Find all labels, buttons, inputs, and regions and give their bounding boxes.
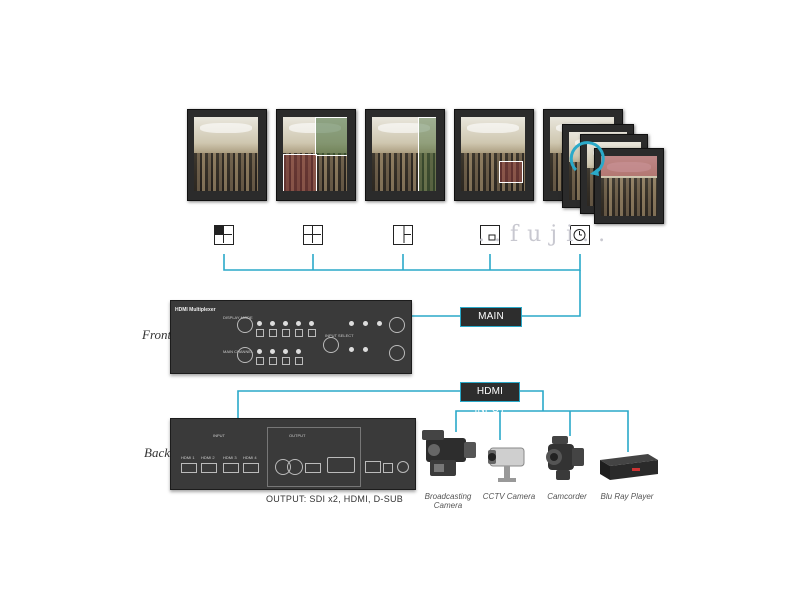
mode-indicator-2 <box>269 329 277 337</box>
display-mode-knob[interactable] <box>237 317 253 333</box>
back-panel-output-label: OUTPUT <box>289 433 306 438</box>
mode-button-5[interactable] <box>309 321 314 326</box>
dc-power-port <box>397 461 409 473</box>
input-button-1[interactable] <box>349 321 354 326</box>
hdmi-input-port-3 <box>223 463 239 473</box>
sdi-output-2 <box>287 459 303 475</box>
control-port <box>365 461 381 473</box>
output-button-2[interactable] <box>363 347 368 352</box>
front-panel-label-display-mode: DISPLAY MODE <box>223 315 253 320</box>
input-button-3[interactable] <box>377 321 382 326</box>
auto-sequence-icon <box>570 225 590 245</box>
camcorder-icon <box>546 436 584 480</box>
front-label: Front <box>142 327 172 342</box>
hdmi-input-port-4 <box>243 463 259 473</box>
back-panel-input-label: INPUT <box>213 433 225 438</box>
channel-button-1[interactable] <box>257 349 262 354</box>
front-panel-label-input-select: INPUT SELECT <box>325 333 354 338</box>
main-channel-knob[interactable] <box>237 347 253 363</box>
monitor-screen <box>194 117 258 191</box>
channel-indicator-2 <box>269 357 277 365</box>
hdmi-port-label-1: HDMI 1 <box>181 455 195 460</box>
quad-split-icon <box>303 225 323 245</box>
front-panel: HDMI Multiplexer DISPLAY MODE MAIN CHANN… <box>170 300 412 374</box>
back-label: Back <box>144 445 170 460</box>
channel-button-3[interactable] <box>283 349 288 354</box>
monitor-quad-highlight <box>187 109 267 201</box>
output-knob[interactable] <box>389 345 405 361</box>
hdmi-output-port <box>305 463 321 473</box>
device-label-bluray-player: Blu Ray Player <box>600 492 654 501</box>
broadcast-camera-icon <box>422 430 476 476</box>
hdmi-port-label-3: HDMI 3 <box>223 455 237 460</box>
usb-port <box>383 463 393 473</box>
front-panel-brand: HDMI Multiplexer <box>175 307 216 313</box>
device-label-camcorder: Camcorder <box>547 492 587 501</box>
monitor-screen <box>461 117 525 191</box>
output-caption: OUTPUT: SDI x2, HDMI, D-SUB <box>266 494 404 504</box>
monitor-screen <box>283 117 347 191</box>
hdmi-input-port-2 <box>201 463 217 473</box>
channel-button-2[interactable] <box>270 349 275 354</box>
output-section-frame <box>267 427 361 487</box>
watermark: . . f u j i . . <box>478 222 607 247</box>
bluray-player-icon <box>600 454 658 480</box>
monitor-screen <box>372 117 436 191</box>
device-label-cctv-camera: CCTV Camera <box>482 492 536 501</box>
input-button-2[interactable] <box>363 321 368 326</box>
side-by-side-icon <box>393 225 413 245</box>
input-select-knob[interactable] <box>323 337 339 353</box>
cctv-camera-icon <box>488 447 525 482</box>
monitor-quad-split <box>276 109 356 201</box>
hdmi-input-port-1 <box>181 463 197 473</box>
hdmi-port-label-4: HDMI 4 <box>243 455 257 460</box>
device-label-broadcasting-camera: Broadcasting Camera <box>424 492 472 510</box>
channel-indicator-1 <box>256 357 264 365</box>
output-format-knob[interactable] <box>389 317 405 333</box>
mode-button-3[interactable] <box>283 321 288 326</box>
monitor-picture-in-picture <box>454 109 534 201</box>
monitor-side-by-side <box>365 109 445 201</box>
picture-in-picture-icon <box>480 225 500 245</box>
sequence-rotate-indicator <box>569 141 605 176</box>
channel-indicator-4 <box>295 357 303 365</box>
mode-indicator-3 <box>282 329 290 337</box>
hdmi-port-label-2: HDMI 2 <box>201 455 215 460</box>
mode-indicator-1 <box>256 329 264 337</box>
mode-button-2[interactable] <box>270 321 275 326</box>
hdmi-input-tag: HDMI INPUT <box>460 382 520 415</box>
mode-indicator-5 <box>308 329 316 337</box>
mode-button-4[interactable] <box>296 321 301 326</box>
channel-button-4[interactable] <box>296 349 301 354</box>
single-highlight-quad-icon <box>214 225 234 245</box>
output-button-1[interactable] <box>349 347 354 352</box>
dsub-output-port <box>327 457 355 473</box>
channel-indicator-3 <box>282 357 290 365</box>
monitor-sequence-frame-4 <box>594 148 664 224</box>
back-panel: INPUT OUTPUT HDMI 1 HDMI 2 HDMI 3 HDMI 4 <box>170 418 416 490</box>
mode-button-1[interactable] <box>257 321 262 326</box>
main-display-tag: MAIN DISPLAY <box>460 307 522 340</box>
mode-indicator-4 <box>295 329 303 337</box>
